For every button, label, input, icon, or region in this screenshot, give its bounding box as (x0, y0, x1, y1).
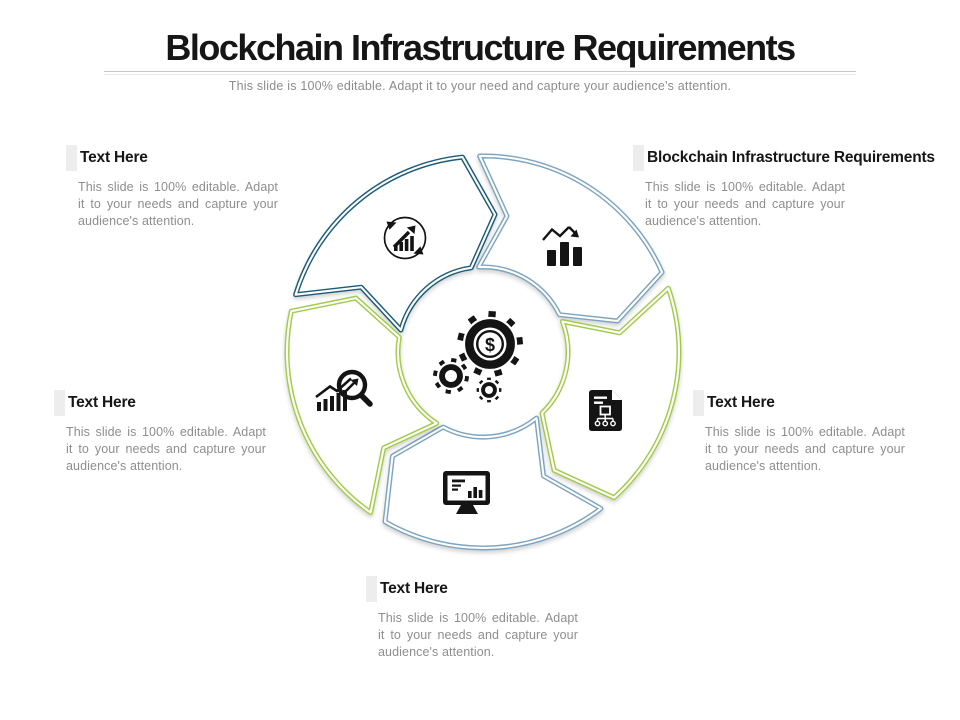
heading-accent-bar (693, 390, 704, 416)
heading-accent-bar (366, 576, 377, 602)
segment-inner-line-left (286, 297, 438, 514)
text-block-bottom: Text Here This slide is 100% editable. A… (366, 576, 578, 661)
block-body: This slide is 100% editable. Adapt it to… (378, 611, 578, 659)
text-block-top-right: Blockchain Infrastructure Requirements T… (633, 145, 935, 230)
block-heading-row: Blockchain Infrastructure Requirements (633, 145, 935, 171)
bar-chart-trend-icon (542, 226, 582, 266)
block-heading: Text Here (380, 580, 448, 597)
block-heading-row: Text Here (54, 390, 266, 416)
heading-accent-bar (66, 145, 77, 171)
monitor-analytics-icon (443, 471, 490, 514)
gears-dollar-icon: $ (430, 308, 526, 405)
growth-cycle-icon (383, 216, 427, 260)
page-title: Blockchain Infrastructure Requirements (165, 27, 796, 68)
slide-subtitle: This slide is 100% editable. Adapt it to… (228, 79, 732, 93)
heading-accent-bar (54, 390, 65, 416)
block-body: This slide is 100% editable. Adapt it to… (78, 180, 278, 228)
block-body: This slide is 100% editable. Adapt it to… (645, 180, 845, 228)
segment-inner-line-bottom (383, 417, 603, 550)
text-block-mid-right: Text Here This slide is 100% editable. A… (693, 390, 905, 475)
block-body: This slide is 100% editable. Adapt it to… (66, 425, 266, 473)
segment-inner-line-right (540, 287, 680, 499)
title-divider-light (104, 74, 856, 75)
svg-text:$: $ (485, 335, 495, 355)
block-heading: Text Here (68, 394, 136, 411)
block-body: This slide is 100% editable. Adapt it to… (705, 425, 905, 473)
title-divider (104, 71, 856, 72)
block-heading: Text Here (80, 149, 148, 166)
segment-inner-line-top-right (477, 154, 664, 323)
text-block-top-left: Text Here This slide is 100% editable. A… (66, 145, 278, 230)
smart-contract-document-icon (589, 390, 622, 431)
block-heading-row: Text Here (66, 145, 278, 171)
heading-accent-bar (633, 145, 644, 171)
data-analysis-search-icon (315, 369, 373, 411)
text-block-mid-left: Text Here This slide is 100% editable. A… (54, 390, 266, 475)
segment-inner-line-top-left (294, 156, 497, 332)
block-heading-row: Text Here (693, 390, 905, 416)
block-heading: Blockchain Infrastructure Requirements (647, 149, 935, 166)
block-heading-row: Text Here (366, 576, 578, 602)
block-heading: Text Here (707, 394, 775, 411)
